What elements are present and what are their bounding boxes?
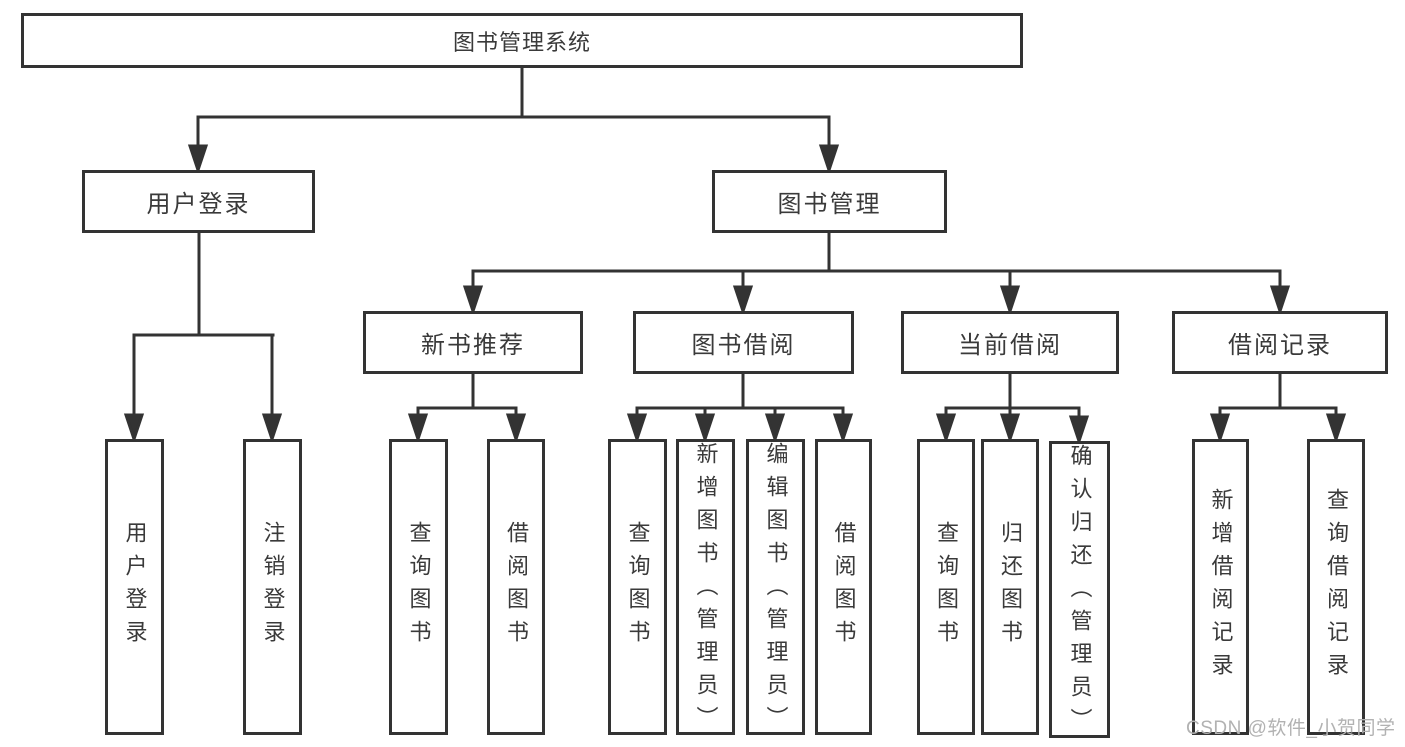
node-library-management-system: 图书管理系统 (21, 13, 1023, 68)
connector-root (187, 68, 840, 175)
csdn-watermark: CSDN @软件_小贺同学 (1186, 718, 1396, 739)
node-new-book-recommend: 新书推荐 (363, 311, 583, 374)
node-leaf-query-borrow-record: 查询借阅记录 (1307, 439, 1365, 735)
node-user-login: 用户登录 (82, 170, 315, 233)
node-leaf-borrow-books-1: 借阅图书 (487, 439, 545, 735)
node-leaf-query-books-2: 查询图书 (608, 439, 667, 735)
node-leaf-add-books-admin: 新增图书（管理员） (676, 439, 735, 739)
node-leaf-add-borrow-record: 新增借阅记录 (1192, 439, 1249, 735)
connector-new-book-rec (407, 374, 527, 444)
node-leaf-borrow-books-2: 借阅图书 (815, 439, 872, 735)
node-leaf-return-books: 归还图书 (981, 439, 1039, 735)
node-book-management: 图书管理 (712, 170, 947, 233)
node-book-borrowing: 图书借阅 (633, 311, 854, 374)
node-leaf-query-books-3: 查询图书 (917, 439, 975, 735)
connector-user-login (123, 233, 283, 444)
node-borrow-records: 借阅记录 (1172, 311, 1388, 374)
connector-book-management (462, 233, 1291, 316)
node-leaf-edit-books-admin: 编辑图书（管理员） (746, 439, 805, 739)
connector-current-borrow (935, 374, 1090, 446)
connector-borrow-records (1209, 374, 1347, 444)
node-leaf-user-login: 用户登录 (105, 439, 164, 735)
connector-book-borrow (626, 374, 854, 444)
node-leaf-logout: 注销登录 (243, 439, 302, 735)
node-current-borrowing: 当前借阅 (901, 311, 1119, 374)
node-leaf-confirm-return-admin: 确认归还（管理员） (1049, 441, 1110, 741)
node-leaf-query-books-1: 查询图书 (389, 439, 448, 735)
